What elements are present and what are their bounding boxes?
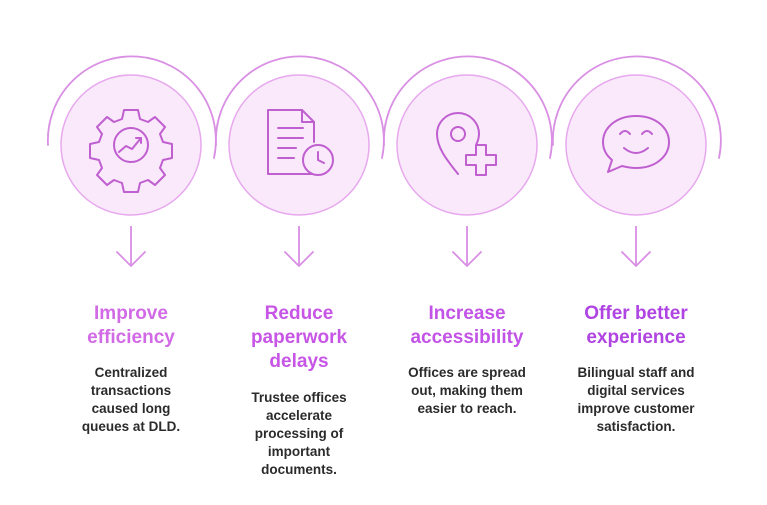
step-4-description-line: Bilingual staff and <box>577 365 695 380</box>
step-2-description-line: Trustee offices <box>251 390 347 405</box>
step-3-arrowhead <box>452 251 482 267</box>
step-2-title-line: delays <box>269 351 329 372</box>
step-3-circle <box>396 74 538 216</box>
step-4-description-line: satisfaction. <box>596 419 676 434</box>
step-4-arrowhead <box>621 251 651 267</box>
step-4-title: Offer better experience <box>561 302 711 350</box>
step-3-outer-arc <box>383 55 553 159</box>
step-4-title-line: Offer better <box>584 303 688 324</box>
step-1-description-line: Centralized <box>94 365 168 380</box>
step-4 <box>552 55 722 267</box>
step-2-title: Reduce paperwork delays <box>224 302 374 374</box>
step-1-circle <box>60 74 202 216</box>
step-3-title-line: accessibility <box>410 327 524 348</box>
step-2-description-line: documents. <box>261 462 337 477</box>
step-1-description-line: caused long <box>91 401 171 416</box>
step-1 <box>47 55 217 267</box>
step-1-arrowhead <box>116 251 146 267</box>
step-4-title-line: experience <box>586 327 686 348</box>
location-plus-icon <box>436 112 497 176</box>
step-2-outer-arc <box>215 55 385 159</box>
step-3-title-line: Increase <box>428 303 506 324</box>
step-1-title: Improve efficiency <box>56 302 206 350</box>
step-3-description-line: out, making them <box>411 383 523 398</box>
step-1-description-line: queues at DLD. <box>81 419 181 434</box>
step-2-arrowhead <box>284 251 314 267</box>
document-clock-icon <box>267 109 334 176</box>
step-4-description: Bilingual staff and digital services imp… <box>561 364 711 436</box>
step-4-description-line: digital services <box>587 383 685 398</box>
step-2-description-line: important <box>267 444 331 459</box>
step-1-outer-arc <box>47 55 217 159</box>
step-2-title-line: Reduce <box>264 303 334 324</box>
step-3-description: Offices are spread out, making them easi… <box>392 364 542 418</box>
step-1-description-line: transactions <box>90 383 172 398</box>
step-2-title-line: paperwork <box>250 327 348 348</box>
step-1-description: Centralized transactions caused long que… <box>56 364 206 436</box>
step-4-circle <box>565 74 707 216</box>
step-4-description-line: improve customer <box>577 401 695 416</box>
step-1-title-line: efficiency <box>87 327 175 348</box>
step-3 <box>383 55 553 267</box>
step-3-description-line: Offices are spread <box>408 365 526 380</box>
gear-chart-icon <box>89 109 173 193</box>
smile-chat-icon <box>602 115 670 173</box>
step-2-description-line: processing of <box>254 426 344 441</box>
step-2 <box>215 55 385 267</box>
step-4-outer-arc <box>552 55 722 159</box>
step-2-circle <box>228 74 370 216</box>
step-1-title-line: Improve <box>94 303 168 324</box>
step-2-description-line: accelerate <box>265 408 333 423</box>
step-3-title: Increase accessibility <box>392 302 542 350</box>
step-2-description: Trustee offices accelerate processing of… <box>224 389 374 479</box>
step-3-description-line: easier to reach. <box>417 401 517 416</box>
